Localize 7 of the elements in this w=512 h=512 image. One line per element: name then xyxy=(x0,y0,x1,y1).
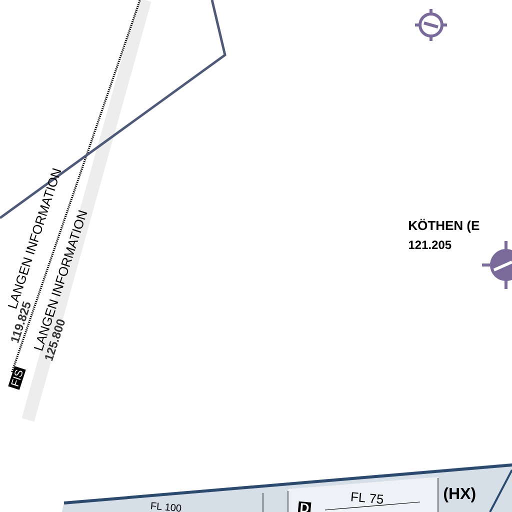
airspace-code: (HX) xyxy=(444,487,476,502)
altitude-limit: FL 100 xyxy=(151,502,182,512)
airfield-frequency: 121.205 xyxy=(408,240,452,250)
airfield-name: KÖTHEN (E xyxy=(409,218,480,233)
airspace-class-badge: D xyxy=(298,501,312,512)
fis-badge: FIS xyxy=(8,366,26,390)
altitude-limit: FL 75 xyxy=(351,492,384,504)
